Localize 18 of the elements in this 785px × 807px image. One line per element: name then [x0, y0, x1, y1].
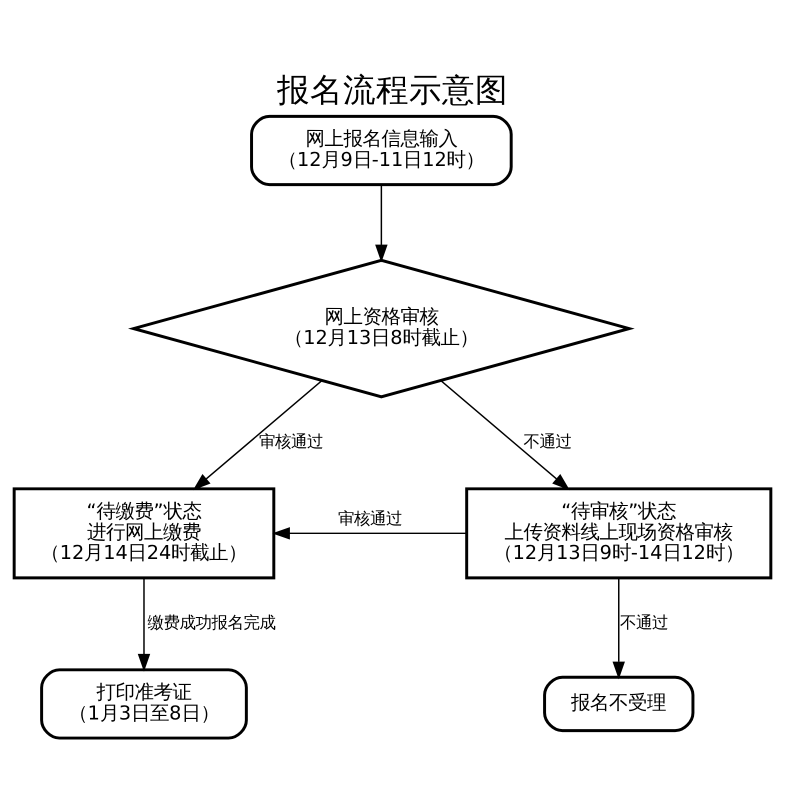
diagram-title: 报名流程示意图 — [277, 70, 508, 109]
edge-label: 不通过 — [524, 432, 572, 451]
edge-label: 不通过 — [620, 612, 668, 632]
edge-label: 缴费成功报名完成 — [147, 612, 276, 632]
arrow — [192, 380, 322, 490]
node-box: “待缴费”状态 进行网上缴费 （12月14日24时截止） — [12, 487, 276, 580]
arrow — [375, 184, 388, 262]
node-box: 网上报名信息输入 （12月9日-11日12时） — [250, 114, 513, 186]
arrow — [272, 527, 466, 540]
edge-label: 审核通过 — [338, 509, 402, 528]
arrow — [138, 578, 150, 672]
node-box: 打印准考证 （1月3日至8日） — [40, 668, 248, 740]
edge-label: 审核通过 — [258, 432, 323, 451]
arrow — [612, 578, 625, 680]
node-box: 报名不受理 — [543, 676, 694, 732]
arrow — [440, 380, 570, 490]
node-box: “待审核”状态 上传资料线上现场资格审核 （12月13日9时-14日12时） — [465, 487, 772, 580]
node-diamond: 网上资格审核 （12月13日8时截止） — [128, 258, 635, 398]
